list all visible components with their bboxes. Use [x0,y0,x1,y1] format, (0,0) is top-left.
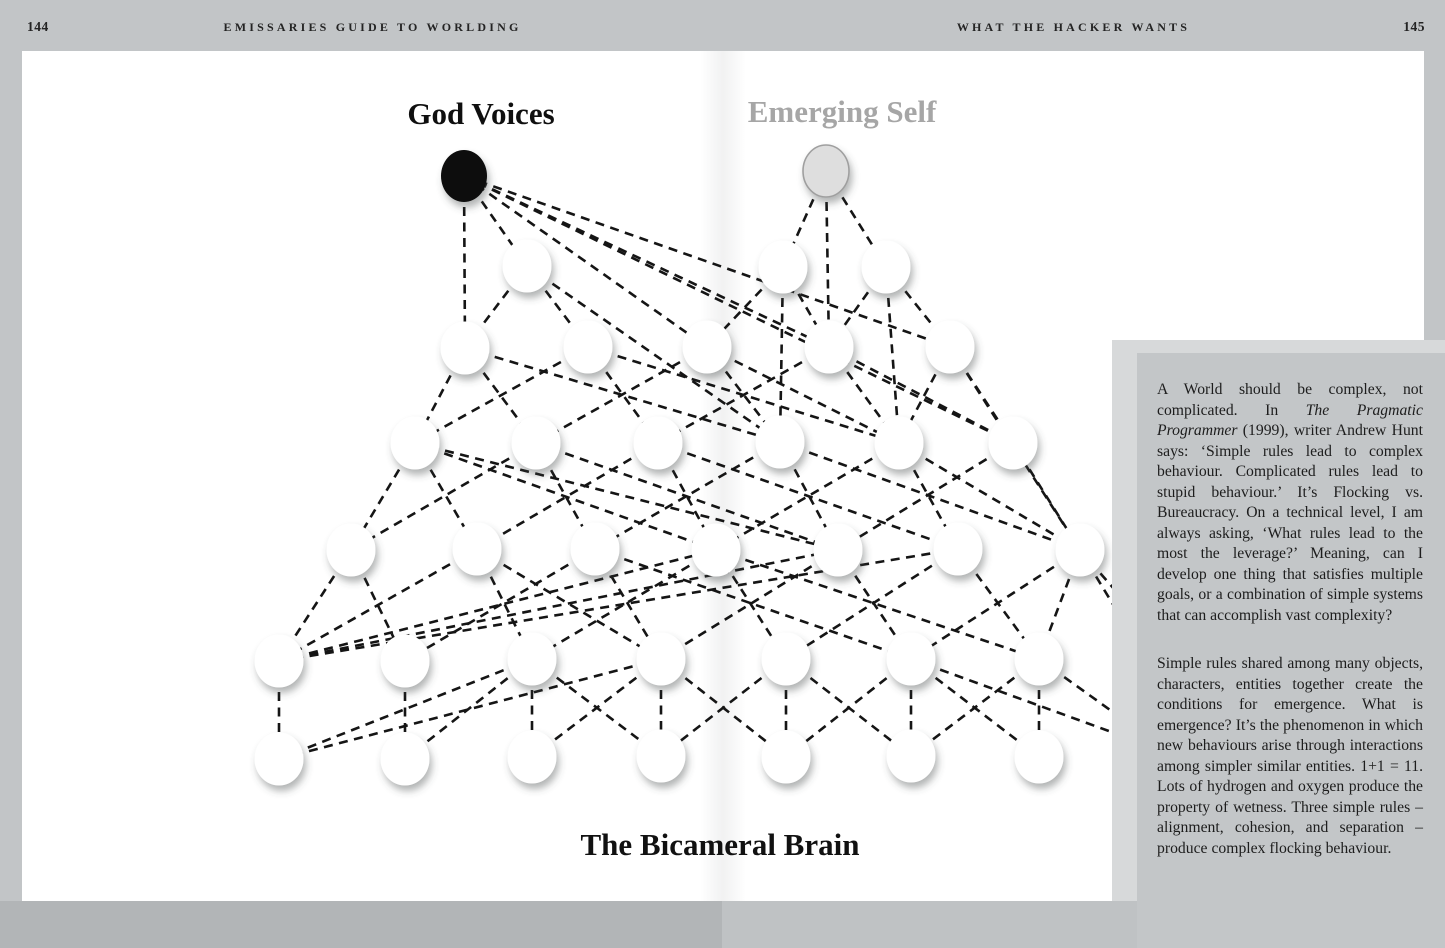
label-god-voices: God Voices [407,96,555,131]
page-gutter [700,51,746,901]
sidebar-text: Simple rules shared among many objects, … [1157,655,1423,857]
sidebar-text: A World should be complex, not complicat… [1157,381,1423,419]
running-header-right: WHAT THE HACKER WANTS [956,20,1191,34]
sidebar-paragraph: A World should be complex, not complicat… [1157,380,1423,626]
running-header-left: EMISSARIES GUIDE TO WORLDING [223,20,522,34]
sidebar-text-italic: The Pragmatic Programmer [1157,401,1423,440]
sidebar-note-text: A World should be complex, not complicat… [1157,380,1423,859]
background-band-shadow [0,901,722,948]
diagram-caption: The Bicameral Brain [580,827,860,862]
sidebar-text: (1999), writer Andrew Hunt says: ‘Simple… [1157,422,1423,624]
sidebar-note: A World should be complex, not complicat… [1137,353,1445,948]
page-number-right: 145 [1403,19,1425,34]
page-number-left: 144 [27,19,49,34]
label-emerging-self: Emerging Self [747,94,937,129]
sidebar-paragraph: Simple rules shared among many objects, … [1157,654,1423,859]
